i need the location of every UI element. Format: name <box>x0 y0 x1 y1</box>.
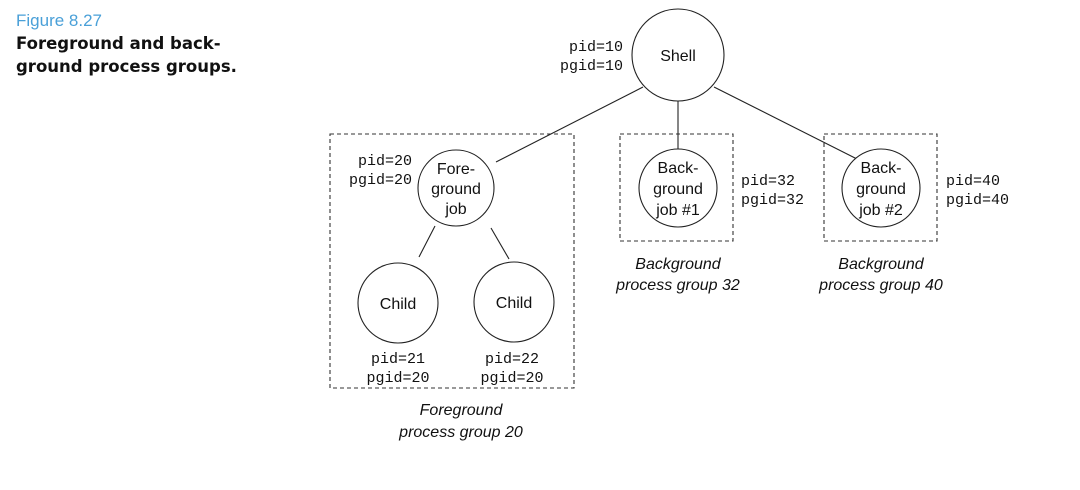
foreground-group-box <box>329 133 575 389</box>
bg2-line1: Back- <box>861 160 902 177</box>
fg-job-line1: Fore- <box>437 161 475 178</box>
bg1-pgid: pgid=32 <box>741 192 804 209</box>
shell-label: Shell <box>660 48 696 65</box>
child-1-node: Child <box>357 262 439 344</box>
shell-pgid: pgid=10 <box>560 58 623 75</box>
bg40-group-label-1: Background <box>838 256 924 273</box>
bg1-pid: pid=32 <box>741 173 795 190</box>
child1-pgid: pgid=20 <box>366 370 429 387</box>
bg2-line2: ground <box>856 181 906 198</box>
foreground-job-node: Fore- ground job <box>417 149 495 227</box>
bg40-group-label-2: process group 40 <box>818 277 943 294</box>
fg-job-line3: job <box>444 201 466 218</box>
fg-group-label-1: Foreground <box>420 402 504 419</box>
background-group-40-box <box>823 133 938 242</box>
background-job-1-node: Back- ground job #1 <box>638 148 718 228</box>
background-group-32-box <box>619 133 734 242</box>
fg-group-label-2: process group 20 <box>398 424 523 441</box>
bg1-line1: Back- <box>658 160 699 177</box>
child2-label: Child <box>496 295 532 312</box>
fg-job-pid: pid=20 <box>358 153 412 170</box>
bg1-line3: job #1 <box>655 202 700 219</box>
bg2-pgid: pgid=40 <box>946 192 1009 209</box>
child2-pgid: pgid=20 <box>480 370 543 387</box>
child2-pid: pid=22 <box>485 351 539 368</box>
bg2-pid: pid=40 <box>946 173 1000 190</box>
child1-pid: pid=21 <box>371 351 425 368</box>
shell-pid: pid=10 <box>569 39 623 56</box>
fg-job-line2: ground <box>431 181 481 198</box>
edge-shell-fg <box>495 86 644 163</box>
edge-fg-child1 <box>418 225 436 258</box>
child-2-node: Child <box>473 261 555 343</box>
figure-number: Figure 8.27 <box>16 11 102 30</box>
figure-title: Foreground and back-ground process group… <box>16 34 237 76</box>
bg2-line3: job #2 <box>858 202 903 219</box>
shell-node: Shell <box>631 8 725 102</box>
bg1-line2: ground <box>653 181 703 198</box>
background-job-2-node: Back- ground job #2 <box>841 148 921 228</box>
child1-label: Child <box>380 296 416 313</box>
bg32-group-label-1: Background <box>635 256 721 273</box>
edge-fg-child2 <box>490 227 510 260</box>
figure-caption: Figure 8.27 Foreground and back-ground p… <box>16 10 276 78</box>
bg32-group-label-2: process group 32 <box>615 277 740 294</box>
edge-shell-bg2 <box>713 86 858 160</box>
fg-job-pgid: pgid=20 <box>349 172 412 189</box>
